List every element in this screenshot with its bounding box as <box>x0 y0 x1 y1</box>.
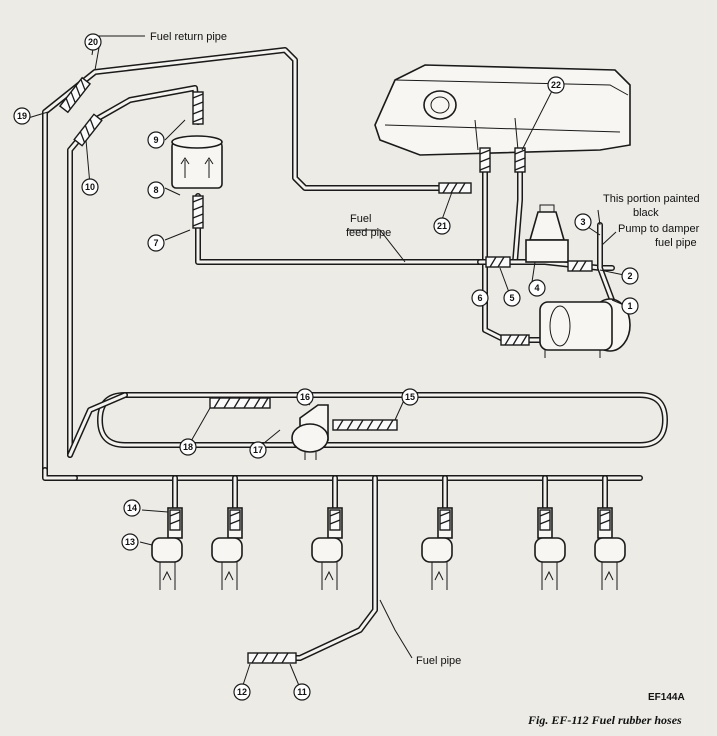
svg-text:7: 7 <box>153 238 158 248</box>
svg-text:15: 15 <box>405 392 415 402</box>
svg-text:1: 1 <box>627 301 632 311</box>
fuel-filter <box>171 135 223 189</box>
injectors <box>151 507 626 590</box>
svg-text:21: 21 <box>437 221 447 231</box>
figure-caption: Fig. EF-112 Fuel rubber hoses <box>527 713 682 727</box>
callout-14: 14 <box>123 499 141 517</box>
svg-text:9: 9 <box>153 135 158 145</box>
callout-21: 21 <box>433 217 451 235</box>
text-labels: Fuel return pipe Fuel feed pipe This por… <box>150 31 700 727</box>
fuel-tank <box>374 64 631 156</box>
svg-text:8: 8 <box>153 185 158 195</box>
label-painted-black-line2: black <box>633 207 659 219</box>
label-fuel-feed-pipe-line1: Fuel <box>350 213 371 225</box>
fuel-pump <box>539 298 631 358</box>
label-fuel-pipe: Fuel pipe <box>416 655 461 667</box>
label-pump-damper-line2: fuel pipe <box>655 237 697 249</box>
callout-12: 12 <box>233 683 251 701</box>
callout-9: 9 <box>147 131 165 149</box>
label-pump-damper-line1: Pump to damper <box>618 223 700 235</box>
svg-text:20: 20 <box>88 37 98 47</box>
svg-text:14: 14 <box>127 503 137 513</box>
svg-text:18: 18 <box>183 442 193 452</box>
callout-2: 2 <box>621 267 639 285</box>
damper-pipe <box>597 222 615 303</box>
svg-text:10: 10 <box>85 182 95 192</box>
callout-13: 13 <box>121 533 139 551</box>
label-fuel-feed-pipe-line2: feed pipe <box>346 227 391 239</box>
callout-19: 19 <box>13 107 31 125</box>
svg-text:16: 16 <box>300 392 310 402</box>
pressure-regulator <box>525 204 569 263</box>
callout-8: 8 <box>147 181 165 199</box>
callout-11: 11 <box>293 683 311 701</box>
callout-22: 22 <box>547 76 565 94</box>
rubber-hoses <box>58 76 611 664</box>
svg-text:13: 13 <box>125 537 135 547</box>
svg-text:6: 6 <box>477 293 482 303</box>
callout-15: 15 <box>401 388 419 406</box>
svg-text:5: 5 <box>509 293 514 303</box>
svg-text:17: 17 <box>253 445 263 455</box>
callout-7: 7 <box>147 234 165 252</box>
callout-6: 6 <box>471 289 489 307</box>
callout-16: 16 <box>296 388 314 406</box>
callout-1: 1 <box>621 297 639 315</box>
callout-20: 20 <box>84 33 102 51</box>
callout-5: 5 <box>503 289 521 307</box>
callout-3: 3 <box>574 213 592 231</box>
svg-text:12: 12 <box>237 687 247 697</box>
svg-text:22: 22 <box>551 80 561 90</box>
pulsation-damper <box>291 404 329 460</box>
label-fuel-return-pipe: Fuel return pipe <box>150 31 227 43</box>
svg-text:19: 19 <box>17 111 27 121</box>
callout-18: 18 <box>179 438 197 456</box>
svg-text:2: 2 <box>627 271 632 281</box>
callouts: 1 2 3 4 5 6 7 8 9 10 11 12 13 14 15 16 1… <box>13 33 639 701</box>
callout-4: 4 <box>528 279 546 297</box>
svg-text:11: 11 <box>297 687 307 697</box>
callout-17: 17 <box>249 441 267 459</box>
svg-text:3: 3 <box>580 217 585 227</box>
svg-text:4: 4 <box>534 283 539 293</box>
label-painted-black-line1: This portion painted <box>603 193 700 205</box>
callout-10: 10 <box>81 178 99 196</box>
figure-code: EF144A <box>648 692 685 703</box>
